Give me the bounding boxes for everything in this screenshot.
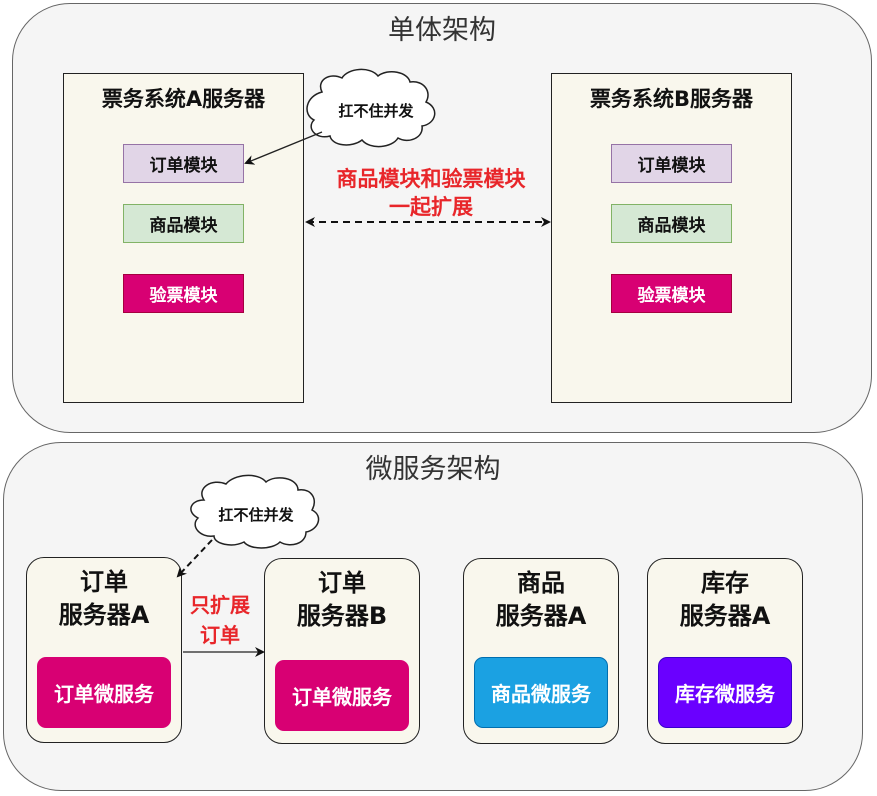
- monolith-scale-note-line1: 商品模块和验票模块: [336, 167, 526, 191]
- microservice-scale-note-line1: 只扩展: [190, 593, 250, 617]
- ticket-server-b-title: 票务系统B服务器: [589, 87, 753, 111]
- goods-server-a-title: 商品 服务器A: [495, 569, 587, 630]
- microservice-cloud-shape: [190, 474, 320, 549]
- monolith-scale-note-line2: 一起扩展: [389, 195, 473, 219]
- order-server-b-title: 订单 服务器B: [296, 569, 388, 630]
- goods-microservice: 商品微服务: [474, 657, 608, 728]
- microservice-scale-note-line2: 订单: [200, 623, 240, 647]
- microservice-cloud-arrow: [176, 539, 213, 578]
- order-microservice-a: 订单微服务: [37, 657, 171, 728]
- inventory-server-a-title: 库存 服务器A: [679, 569, 771, 630]
- microservice-scale-note: 只扩展 订单: [180, 590, 260, 650]
- microservice-cloud-label: 扛不住并发: [218, 506, 294, 524]
- microservice-title: 微服务架构: [365, 454, 501, 485]
- order-microservice-b: 订单微服务: [275, 660, 409, 731]
- monolith-scale-note: 商品模块和验票模块 一起扩展: [306, 165, 556, 221]
- monolith-title: 单体架构: [388, 15, 496, 46]
- ticket-server-a-title: 票务系统A服务器: [101, 87, 266, 111]
- server-b-order-module: 订单模块: [611, 144, 732, 183]
- monolith-cloud-label: 扛不住并发: [338, 102, 414, 120]
- server-b-goods-module: 商品模块: [611, 204, 732, 243]
- monolith-cloud-shape: [306, 68, 436, 148]
- monolith-cloud-arrow: [244, 131, 323, 165]
- server-a-goods-module: 商品模块: [123, 204, 244, 243]
- order-server-a-title: 订单 服务器A: [58, 568, 150, 629]
- server-a-order-module: 订单模块: [123, 144, 244, 183]
- inventory-microservice: 库存微服务: [658, 657, 792, 728]
- server-b-check-module: 验票模块: [611, 274, 732, 313]
- server-a-check-module: 验票模块: [123, 274, 244, 313]
